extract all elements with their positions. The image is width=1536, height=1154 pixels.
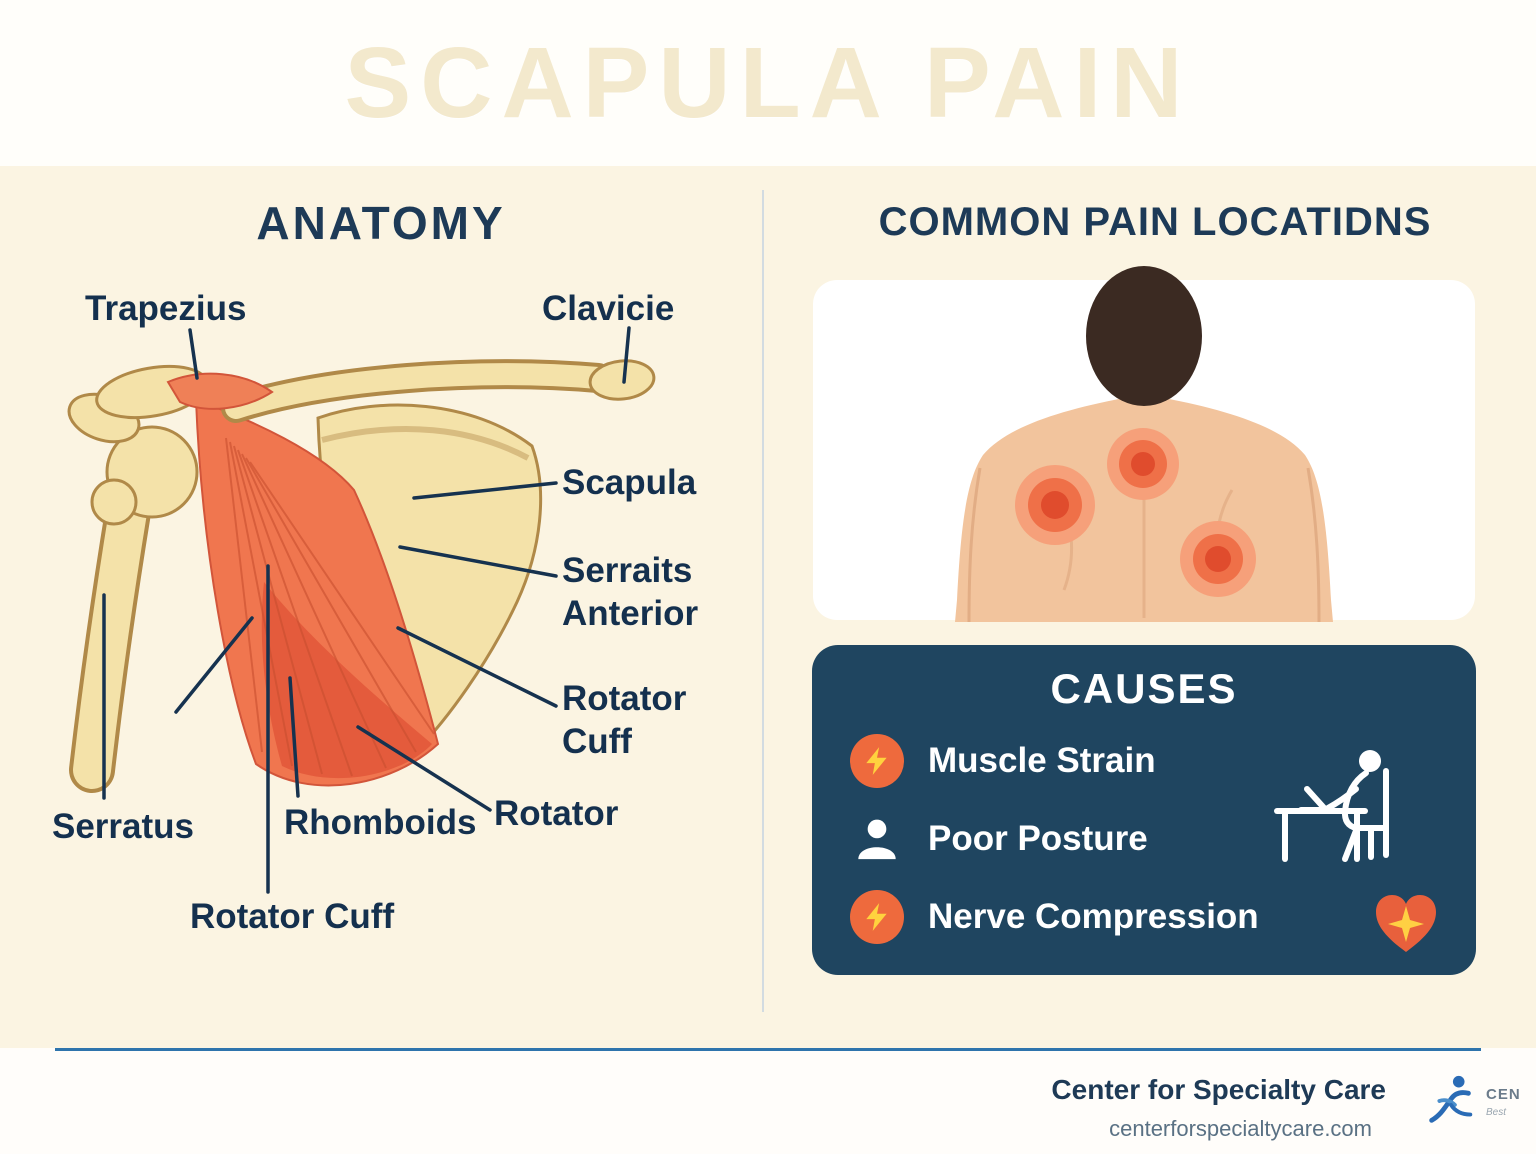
anatomy-drawing [67,326,656,894]
cause-item-poor-posture: Poor Posture [850,811,1148,867]
label-rhomboids: Rhomboids [284,803,477,842]
logo-text-block: CEN Best [1486,1072,1521,1118]
rotator-cuff-muscle [194,398,440,787]
pain-locations-heading: COMMON PAIN LOCATIDNS [878,200,1432,244]
lightning-bolt-icon [850,734,904,788]
label-serratus-anterior: Serraits Anterior [562,551,699,633]
cause-label: Poor Posture [928,819,1148,858]
logo-tagline: Best [1486,1107,1507,1118]
label-trapezius: Trapezius [85,289,247,328]
brand-block: Center for Specialty Care centerforspeci… [1051,1074,1386,1142]
rhomboid-muscle [261,582,432,779]
pain-locations-card [812,258,1476,623]
title-band: SCAPULA PAIN [0,0,1536,166]
desk-posture-icon [1271,725,1421,865]
brand-website: centerforspecialtycare.com [1109,1116,1372,1141]
brand-logo: CEN Best [1422,1072,1536,1130]
left-arm-contour [967,467,982,623]
clavicle-end [588,359,656,401]
column-divider [762,190,764,1012]
runner-logo-icon [1429,1075,1473,1123]
label-rotator: Rotator [494,794,619,833]
label-serratus: Serratus [52,807,195,846]
cause-label: Nerve Compression [928,897,1259,936]
causes-heading: CAUSES [1050,665,1238,712]
heart-icon [1374,893,1438,955]
lightning-bolt-icon [850,890,904,944]
footer: Center for Specialty Care centerforspeci… [0,1048,1536,1154]
label-rotator-cuff-bottom: Rotator Cuff [190,897,395,936]
label-clavicle: Clavicie [542,289,675,328]
pain-spots [1015,428,1256,597]
trapezius-muscle [166,372,274,410]
page-title: SCAPULA PAIN [344,27,1192,139]
brand-name: Center for Specialty Care [1051,1074,1386,1105]
label-rotator-cuff-right: Rotator Cuff [562,679,687,761]
shoulder-anatomy-illustration: Trapezius Clavicie Scapula Serraits Ante… [0,250,762,995]
scapula-spine-ridge [321,426,530,461]
head-hair [1086,266,1202,406]
humerus-shaft [73,493,147,789]
cause-label: Muscle Strain [928,741,1156,780]
cause-item-nerve-compression: Nerve Compression [850,889,1259,945]
cause-item-muscle-strain: Muscle Strain [850,733,1156,789]
leader-lines [102,326,631,894]
label-scapula: Scapula [562,463,697,502]
clavicle-bone [225,363,609,419]
humerus-tubercle [90,478,138,526]
back-view-illustration [813,266,1475,623]
footer-divider [55,1048,1481,1051]
person-icon [850,812,904,866]
logo-text: CEN [1486,1086,1521,1103]
right-arm-contour [1306,467,1321,623]
anatomy-heading: ANATOMY [256,197,506,249]
causes-panel: CAUSES Muscle Strain Poor Posture Nerve … [812,645,1476,975]
